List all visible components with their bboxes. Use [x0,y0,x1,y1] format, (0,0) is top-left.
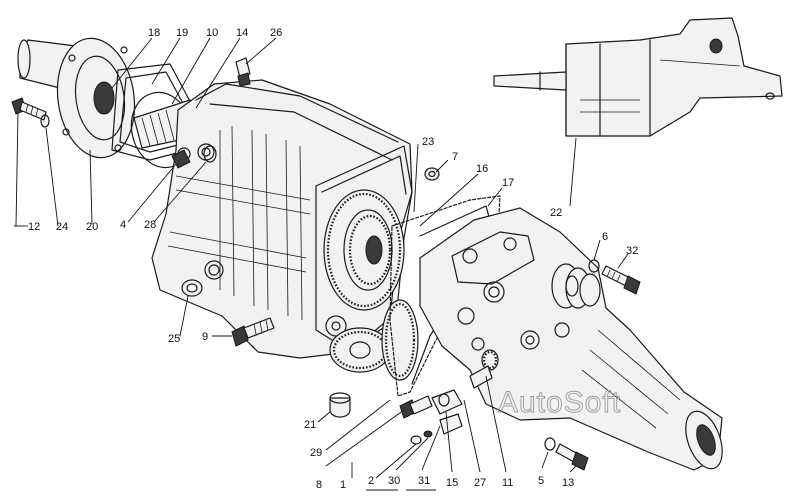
dowel-pin [424,167,440,181]
lower-bolt-washer [544,437,556,451]
callout-19: 19 [176,27,188,39]
callout-4: 4 [120,219,126,231]
callout-20: 20 [86,221,98,233]
callout-28: 28 [144,219,156,231]
speedometer-drive-gear [469,349,499,389]
callout-26: 26 [270,27,282,39]
callout-12: 12 [28,221,40,233]
callout-1: 1 [340,479,346,491]
cover-bolt [11,97,47,121]
rear-plug [329,392,351,418]
callout-6: 6 [602,231,608,243]
callout-17: 17 [502,177,514,189]
callout-32: 32 [626,245,638,257]
lower-housing-bolt [555,443,589,471]
watermark-text: AutoSoft [498,386,621,419]
callout-31: 31 [418,475,430,487]
callout-5: 5 [538,475,544,487]
sleeve-seal-ring [410,435,422,445]
callout-23: 23 [422,136,434,148]
sleeve-bolt [399,395,433,419]
callout-11: 11 [502,477,513,489]
callout-9: 9 [202,331,208,343]
callout-8: 8 [316,479,322,491]
speedometer-sleeve [431,389,463,415]
housing-bolt [601,265,641,295]
callout-10: 10 [206,27,218,39]
callout-22: 22 [550,207,562,219]
callout-30: 30 [388,475,400,487]
callout-24: 24 [56,221,68,233]
callout-21: 21 [304,419,316,431]
callout-18: 18 [148,27,160,39]
plug-gasket [203,145,217,163]
callout-2: 2 [368,475,374,487]
speedometer-clamp [439,413,463,435]
rear-extension-housing [419,207,723,471]
callout-15: 15 [446,477,458,489]
callout-labels: 18 19 10 14 26 23 7 16 17 22 6 32 12 24 … [28,27,638,491]
leader-lines [14,37,629,491]
callout-13: 13 [562,477,574,489]
callout-25: 25 [168,333,180,345]
spring-washer [40,114,50,128]
callout-29: 29 [310,447,322,459]
callout-14: 14 [236,27,248,39]
assembled-gearbox-view [493,17,783,137]
input-shaft-bearing-cover [17,37,136,159]
fifth-gear-assembly [323,189,419,381]
callout-27: 27 [474,477,486,489]
sleeve-washer [423,430,433,438]
callout-16: 16 [476,163,488,175]
mounting-bolt [231,317,275,347]
callout-7: 7 [452,151,458,163]
drain-plug [181,279,203,297]
